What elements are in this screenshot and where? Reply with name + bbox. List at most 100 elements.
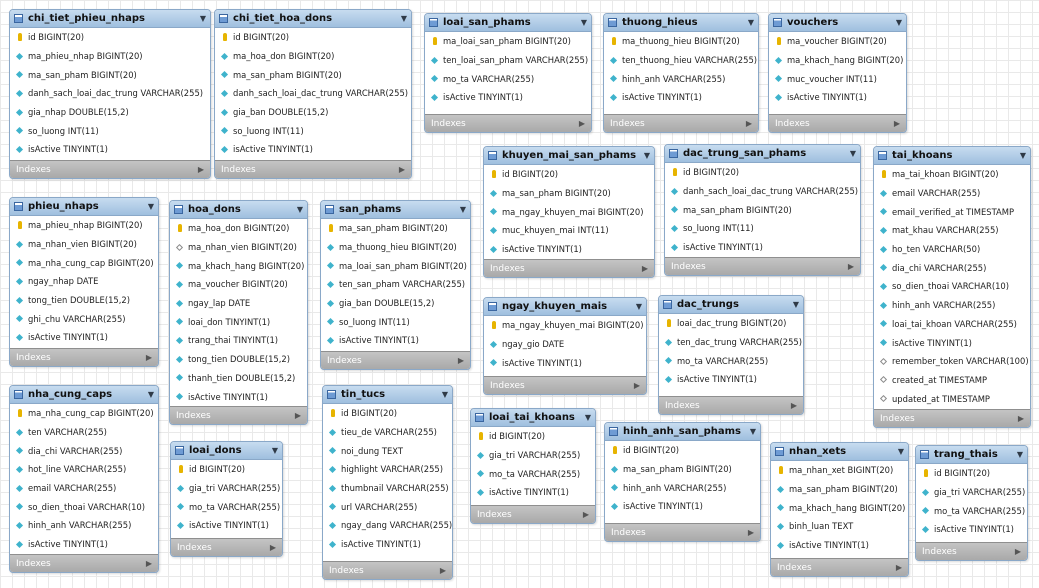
table-header[interactable]: dac_trung_san_phams▼ — [665, 145, 860, 163]
indexes-section[interactable]: Indexes▶ — [665, 257, 860, 275]
column-row[interactable]: isActive TINYINT(1) — [323, 535, 452, 554]
indexes-section[interactable]: Indexes▶ — [321, 351, 470, 369]
collapse-caret-icon[interactable]: ▼ — [792, 300, 799, 309]
column-row[interactable]: ngay_dang VARCHAR(255) — [323, 516, 452, 535]
indexes-section[interactable]: Indexes▶ — [215, 160, 411, 178]
collapse-caret-icon[interactable]: ▼ — [580, 18, 587, 27]
column-row[interactable]: ma_nhan_vien BIGINT(20) — [10, 235, 158, 254]
table-header[interactable]: nha_cung_caps▼ — [10, 386, 158, 404]
column-row[interactable]: ngay_gio DATE — [484, 335, 646, 354]
collapse-caret-icon[interactable]: ▼ — [199, 14, 206, 23]
column-row[interactable]: id BIGINT(20) — [171, 460, 282, 479]
column-row[interactable]: ma_san_pham BIGINT(20) — [321, 219, 470, 238]
collapse-caret-icon[interactable]: ▼ — [643, 151, 650, 160]
collapse-caret-icon[interactable]: ▼ — [296, 205, 303, 214]
column-row[interactable]: hinh_anh VARCHAR(255) — [605, 478, 760, 497]
table-hinh-anh-san-phams[interactable]: hinh_anh_san_phams▼id BIGINT(20)ma_san_p… — [604, 422, 761, 542]
expand-arrow-icon[interactable]: ▶ — [747, 528, 754, 537]
column-row[interactable]: isActive TINYINT(1) — [425, 88, 591, 107]
column-row[interactable]: ma_thuong_hieu BIGINT(20) — [604, 32, 758, 51]
column-row[interactable]: isActive TINYINT(1) — [471, 483, 595, 502]
column-row[interactable]: muc_khuyen_mai INT(11) — [484, 221, 654, 240]
column-row[interactable]: updated_at TIMESTAMP — [874, 389, 1030, 408]
collapse-caret-icon[interactable]: ▼ — [895, 18, 902, 27]
expand-arrow-icon[interactable]: ▶ — [895, 563, 902, 572]
expand-arrow-icon[interactable]: ▶ — [197, 165, 204, 174]
column-row[interactable]: hinh_anh VARCHAR(255) — [874, 296, 1030, 315]
expand-arrow-icon[interactable]: ▶ — [893, 119, 900, 128]
table-hoa-dons[interactable]: hoa_dons▼ma_hoa_don BIGINT(20)ma_nhan_vi… — [169, 200, 308, 425]
column-row[interactable]: gia_tri VARCHAR(255) — [471, 446, 595, 465]
column-row[interactable]: ma_khach_hang BIGINT(20) — [769, 51, 906, 70]
table-ngay-khuyen-mais[interactable]: ngay_khuyen_mais▼ma_ngay_khuyen_mai BIGI… — [483, 297, 647, 395]
column-row[interactable]: ma_ngay_khuyen_mai BIGINT(20) — [484, 202, 654, 221]
column-row[interactable]: dia_chi VARCHAR(255) — [10, 441, 158, 460]
column-row[interactable]: danh_sach_loai_dac_trung VARCHAR(255) — [215, 84, 411, 103]
column-row[interactable]: isActive TINYINT(1) — [659, 370, 803, 389]
column-row[interactable]: gia_nhap DOUBLE(15,2) — [10, 103, 210, 122]
collapse-caret-icon[interactable]: ▼ — [400, 14, 407, 23]
table-header[interactable]: dac_trungs▼ — [659, 296, 803, 314]
table-header[interactable]: ngay_khuyen_mais▼ — [484, 298, 646, 316]
column-row[interactable]: isActive TINYINT(1) — [171, 516, 282, 535]
column-row[interactable]: tong_tien DOUBLE(15,2) — [10, 291, 158, 310]
column-row[interactable]: id BIGINT(20) — [10, 28, 210, 47]
collapse-caret-icon[interactable]: ▼ — [897, 447, 904, 456]
table-header[interactable]: chi_tiet_hoa_dons▼ — [215, 10, 411, 28]
column-row[interactable]: thanh_tien DOUBLE(15,2) — [170, 369, 307, 388]
indexes-section[interactable]: Indexes▶ — [10, 554, 158, 572]
table-header[interactable]: phieu_nhaps▼ — [10, 198, 158, 216]
column-row[interactable]: ma_voucher BIGINT(20) — [170, 275, 307, 294]
column-row[interactable]: loai_tai_khoan VARCHAR(255) — [874, 315, 1030, 334]
column-row[interactable]: ma_nhan_vien BIGINT(20) — [170, 238, 307, 257]
table-thuong-hieus[interactable]: thuong_hieus▼ma_thuong_hieu BIGINT(20)te… — [603, 13, 759, 133]
table-dac-trung-san-phams[interactable]: dac_trung_san_phams▼id BIGINT(20)danh_sa… — [664, 144, 861, 276]
collapse-caret-icon[interactable]: ▼ — [635, 302, 642, 311]
column-row[interactable]: id BIGINT(20) — [215, 28, 411, 47]
column-row[interactable]: ho_ten VARCHAR(50) — [874, 240, 1030, 259]
table-phieu-nhaps[interactable]: phieu_nhaps▼ma_phieu_nhap BIGINT(20)ma_n… — [9, 197, 159, 367]
table-header[interactable]: nhan_xets▼ — [771, 443, 908, 461]
column-row[interactable]: gia_ban DOUBLE(15,2) — [215, 103, 411, 122]
expand-arrow-icon[interactable]: ▶ — [1014, 547, 1021, 556]
table-nhan-xets[interactable]: nhan_xets▼ma_nhan_xet BIGINT(20)ma_san_p… — [770, 442, 909, 577]
column-row[interactable]: highlight VARCHAR(255) — [323, 460, 452, 479]
expand-arrow-icon[interactable]: ▶ — [790, 401, 797, 410]
table-chi-tiet-hoa-dons[interactable]: chi_tiet_hoa_dons▼id BIGINT(20)ma_hoa_do… — [214, 9, 412, 179]
column-row[interactable]: ma_khach_hang BIGINT(20) — [170, 256, 307, 275]
table-nha-cung-caps[interactable]: nha_cung_caps▼ma_nha_cung_cap BIGINT(20)… — [9, 385, 159, 573]
column-row[interactable]: id BIGINT(20) — [471, 427, 595, 446]
table-header[interactable]: tai_khoans▼ — [874, 147, 1030, 165]
column-row[interactable]: loai_don TINYINT(1) — [170, 312, 307, 331]
expand-arrow-icon[interactable]: ▶ — [1017, 414, 1024, 423]
expand-arrow-icon[interactable]: ▶ — [578, 119, 585, 128]
column-row[interactable]: ghi_chu VARCHAR(255) — [10, 309, 158, 328]
table-header[interactable]: hoa_dons▼ — [170, 201, 307, 219]
column-row[interactable]: id BIGINT(20) — [484, 165, 654, 184]
expand-arrow-icon[interactable]: ▶ — [145, 559, 152, 568]
column-row[interactable]: so_luong INT(11) — [665, 219, 860, 238]
indexes-section[interactable]: Indexes▶ — [323, 561, 452, 579]
column-row[interactable]: hinh_anh VARCHAR(255) — [604, 69, 758, 88]
column-row[interactable]: isActive TINYINT(1) — [769, 88, 906, 107]
table-trang-thais[interactable]: trang_thais▼id BIGINT(20)gia_tri VARCHAR… — [915, 445, 1028, 561]
column-row[interactable]: ma_phieu_nhap BIGINT(20) — [10, 216, 158, 235]
expand-arrow-icon[interactable]: ▶ — [582, 510, 589, 519]
column-row[interactable]: ma_hoa_don BIGINT(20) — [215, 47, 411, 66]
column-row[interactable]: ma_nha_cung_cap BIGINT(20) — [10, 404, 158, 423]
indexes-section[interactable]: Indexes▶ — [170, 406, 307, 424]
collapse-caret-icon[interactable]: ▼ — [147, 202, 154, 211]
column-row[interactable]: email VARCHAR(255) — [874, 184, 1030, 203]
column-row[interactable]: mo_ta VARCHAR(255) — [171, 497, 282, 516]
column-row[interactable]: ten_loai_san_pham VARCHAR(255) — [425, 51, 591, 70]
expand-arrow-icon[interactable]: ▶ — [145, 353, 152, 362]
table-loai-dons[interactable]: loai_dons▼id BIGINT(20)gia_tri VARCHAR(2… — [170, 441, 283, 557]
table-tin-tucs[interactable]: tin_tucs▼id BIGINT(20)tieu_de VARCHAR(25… — [322, 385, 453, 580]
column-row[interactable]: binh_luan TEXT — [771, 517, 908, 536]
column-row[interactable]: so_dien_thoai VARCHAR(10) — [10, 497, 158, 516]
column-row[interactable]: trang_thai TINYINT(1) — [170, 331, 307, 350]
column-row[interactable]: danh_sach_loai_dac_trung VARCHAR(255) — [10, 84, 210, 103]
column-row[interactable]: ma_san_pham BIGINT(20) — [10, 65, 210, 84]
column-row[interactable]: isActive TINYINT(1) — [170, 387, 307, 406]
column-row[interactable]: danh_sach_loai_dac_trung VARCHAR(255) — [665, 182, 860, 201]
